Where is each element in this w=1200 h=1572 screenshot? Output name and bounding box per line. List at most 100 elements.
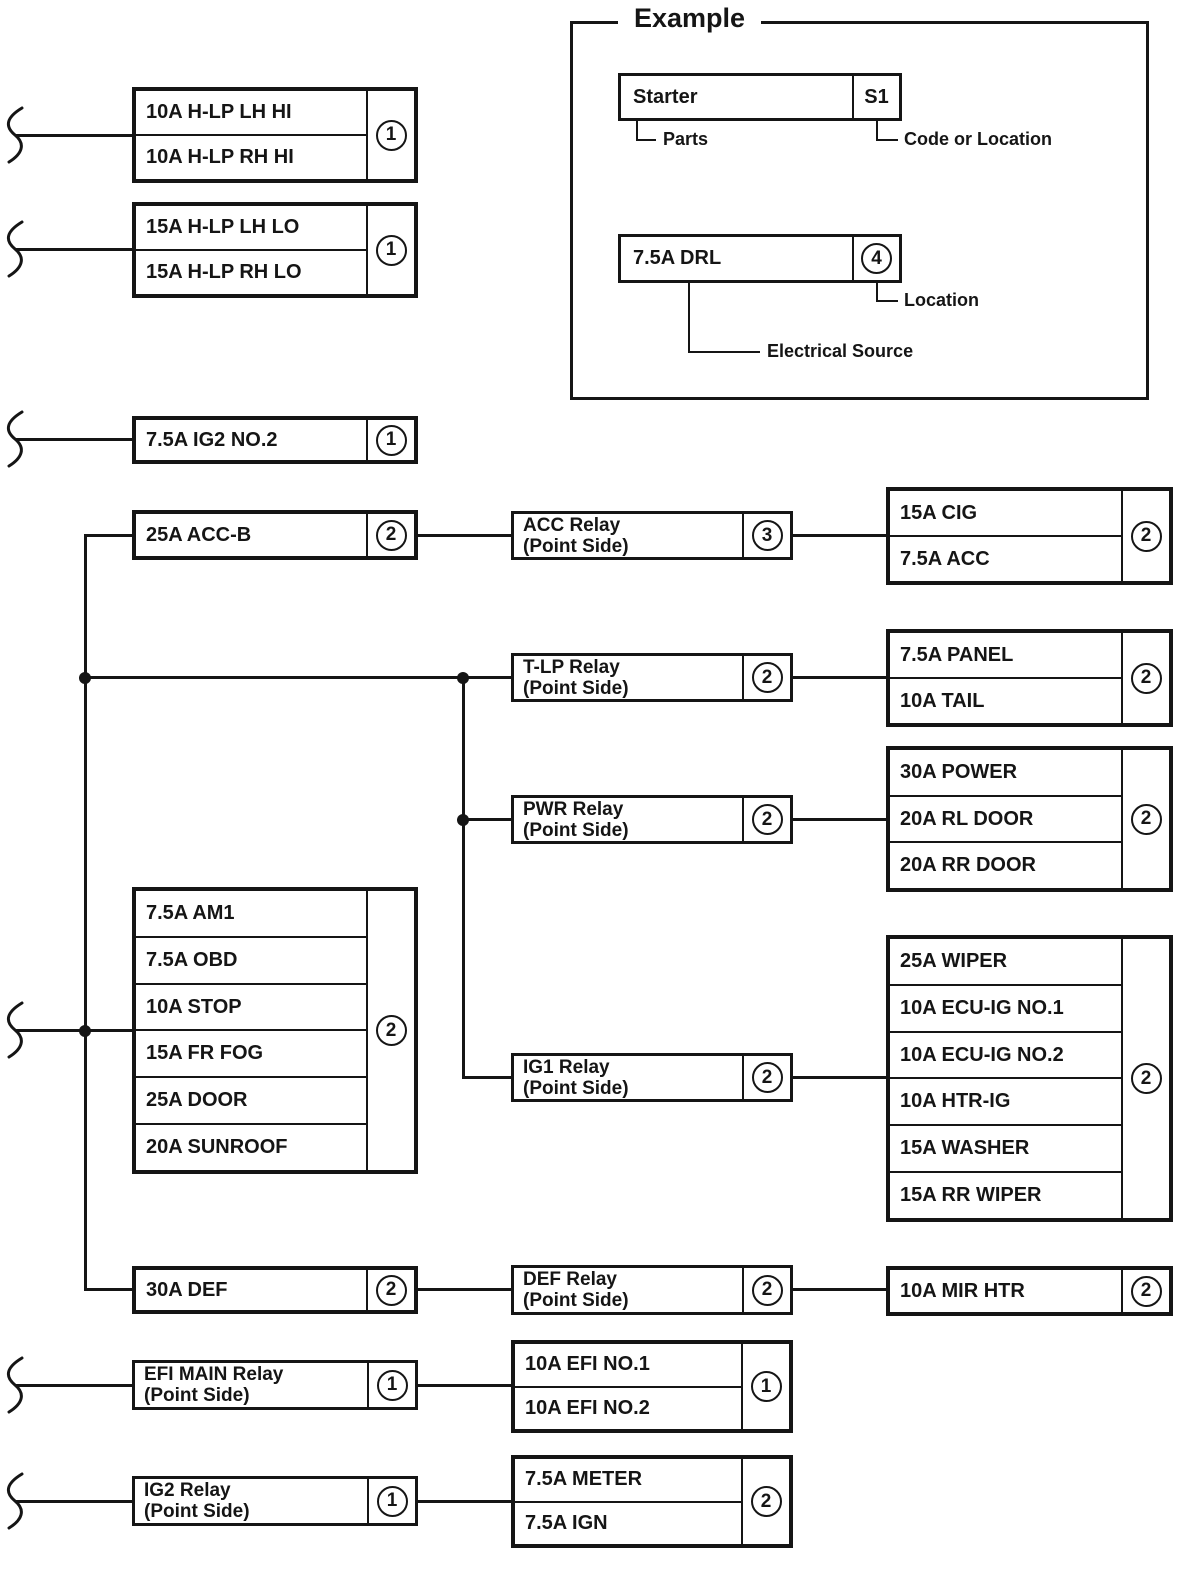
fuse-labels: 25A WIPER 10A ECU-IG NO.1 10A ECU-IG NO.… xyxy=(890,939,1121,1218)
leader-line-code xyxy=(876,139,898,141)
location-cell: 2 xyxy=(1121,491,1169,581)
leader-line-electrical-source xyxy=(688,351,760,353)
wire-hlp-lo xyxy=(16,248,132,251)
relay-side: (Point Side) xyxy=(144,1385,250,1406)
example-code-cell: S1 xyxy=(852,76,899,118)
location-number: 2 xyxy=(375,1274,407,1306)
location-number: 2 xyxy=(751,1062,783,1093)
example-parts-box: Starter S1 xyxy=(618,73,902,121)
caption-parts: Parts xyxy=(663,129,709,149)
location-number: 2 xyxy=(751,804,783,835)
fuse-label: 30A DEF xyxy=(146,1278,228,1301)
location-cell: 2 xyxy=(1121,1270,1169,1312)
location-number: 2 xyxy=(1130,662,1162,694)
relay-label: PWR Relay (Point Side) xyxy=(514,798,742,841)
location-cell: 2 xyxy=(742,798,790,841)
fuse-labels: 25A ACC-B xyxy=(136,514,366,556)
example-parts-label: Starter xyxy=(633,85,698,108)
wire-source-to-ig2relay xyxy=(16,1500,132,1503)
fuse-label: 20A RR DOOR xyxy=(890,841,1121,888)
fuse-label: 7.5A AM1 xyxy=(146,901,235,924)
junction-dot xyxy=(79,672,91,684)
fuse-box-mir-htr: 10A MIR HTR 2 xyxy=(886,1266,1173,1316)
fuse-label: 10A ECU-IG NO.2 xyxy=(890,1030,1121,1078)
relay-label: T-LP Relay (Point Side) xyxy=(514,656,742,699)
caption-code-or-location: Code or Location xyxy=(904,129,1052,149)
location-cell: 1 xyxy=(741,1344,789,1429)
wire-efirelay-to-efifuses xyxy=(418,1384,511,1387)
wire-branch-to-ig1relay xyxy=(462,1076,511,1079)
location-number: 1 xyxy=(376,1485,408,1517)
fuse-box-power-doors: 30A POWER 20A RL DOOR 20A RR DOOR 2 xyxy=(886,746,1173,892)
wire-break-squiggle-icon xyxy=(6,1472,24,1530)
fuse-label: 10A H-LP LH HI xyxy=(146,101,292,123)
relay-side: (Point Side) xyxy=(523,1290,629,1311)
relay-name: IG2 Relay xyxy=(144,1480,231,1501)
fuse-box-hlp-hi: 10A H-LP LH HI 10A H-LP RH HI 1 xyxy=(132,87,418,183)
wire-accb-to-accrelay xyxy=(418,534,511,537)
leader-line-location xyxy=(876,283,878,302)
relay-side: (Point Side) xyxy=(523,677,629,699)
fuse-labels: 7.5A METER 7.5A IGN xyxy=(515,1459,741,1544)
wire-source-to-am1stack xyxy=(16,1029,132,1032)
wire-relay-branch-vertical xyxy=(462,676,465,1079)
caption-electrical-source: Electrical Source xyxy=(767,341,914,361)
location-cell: 1 xyxy=(367,1363,415,1407)
wire-branch-to-pwrrelay xyxy=(462,818,511,821)
fuse-label: 25A ACC-B xyxy=(146,523,252,546)
leader-line-parts xyxy=(636,121,638,141)
example-source-labels: 7.5A DRL xyxy=(621,237,852,280)
location-cell: 2 xyxy=(1121,633,1169,723)
location-cell: 2 xyxy=(366,891,414,1170)
relay-side: (Point Side) xyxy=(523,535,629,557)
junction-dot xyxy=(457,814,469,826)
relay-label: IG1 Relay (Point Side) xyxy=(514,1056,742,1099)
wire-pwrrelay-to-power xyxy=(793,818,886,821)
location-cell: 3 xyxy=(742,514,790,557)
wire-left-bus-vertical xyxy=(84,534,87,1291)
fuse-label: 7.5A IG2 NO.2 xyxy=(146,428,278,451)
relay-name: IG1 Relay xyxy=(523,1056,610,1078)
wire-bus-to-accb xyxy=(84,534,132,537)
fuse-box-am1-stack: 7.5A AM1 7.5A OBD 10A STOP 15A FR FOG 25… xyxy=(132,887,418,1174)
fuse-label: 7.5A PANEL xyxy=(900,643,1014,666)
relay-label: DEF Relay (Point Side) xyxy=(514,1268,742,1312)
wire-ig2-no2 xyxy=(16,438,132,441)
fuse-label: 7.5A OBD xyxy=(136,935,366,983)
fuse-label: 10A EFI NO.1 xyxy=(525,1353,650,1376)
fuse-label: 10A HTR-IG xyxy=(890,1077,1121,1124)
fuse-label: 15A WASHER xyxy=(890,1124,1121,1171)
fuse-label: 10A EFI NO.2 xyxy=(515,1385,741,1430)
location-cell: 2 xyxy=(741,1459,789,1544)
relay-side: (Point Side) xyxy=(523,819,629,841)
example-legend-title: Example xyxy=(618,3,762,34)
fuse-box-wiper-stack: 25A WIPER 10A ECU-IG NO.1 10A ECU-IG NO.… xyxy=(886,935,1173,1222)
location-cell: 1 xyxy=(366,91,414,179)
fuse-box-panel-tail: 7.5A PANEL 10A TAIL 2 xyxy=(886,629,1173,727)
wire-bus-to-tlprelay xyxy=(84,676,511,679)
fuse-label: 7.5A METER xyxy=(525,1468,643,1491)
location-number: 1 xyxy=(375,234,407,266)
fuse-box-acc-b: 25A ACC-B 2 xyxy=(132,510,418,560)
location-cell: 1 xyxy=(366,420,414,460)
wire-defrelay-to-mirhtr xyxy=(793,1288,886,1291)
wire-bus-to-def xyxy=(84,1288,132,1291)
leader-line-location xyxy=(876,300,898,302)
fuse-label: 15A FR FOG xyxy=(136,1029,366,1076)
leader-line-electrical-source xyxy=(688,283,690,353)
leader-line-code xyxy=(876,121,878,141)
fuse-label: 10A TAIL xyxy=(890,677,1121,723)
location-number: 2 xyxy=(375,519,407,551)
fuse-label: 20A RL DOOR xyxy=(890,794,1121,842)
wire-break-squiggle-icon xyxy=(6,1356,24,1414)
relay-box-efi-main: EFI MAIN Relay (Point Side) 1 xyxy=(132,1360,418,1410)
relay-label: IG2 Relay (Point Side) xyxy=(135,1479,367,1523)
location-cell: 1 xyxy=(367,1479,415,1523)
location-cell: 2 xyxy=(742,1056,790,1099)
location-number: 2 xyxy=(750,1486,782,1517)
location-number: 2 xyxy=(375,1015,407,1046)
relay-name: PWR Relay xyxy=(523,798,624,820)
relay-box-ig1: IG1 Relay (Point Side) 2 xyxy=(511,1053,793,1102)
junction-dot xyxy=(79,1025,91,1037)
relay-label: ACC Relay (Point Side) xyxy=(514,514,742,557)
